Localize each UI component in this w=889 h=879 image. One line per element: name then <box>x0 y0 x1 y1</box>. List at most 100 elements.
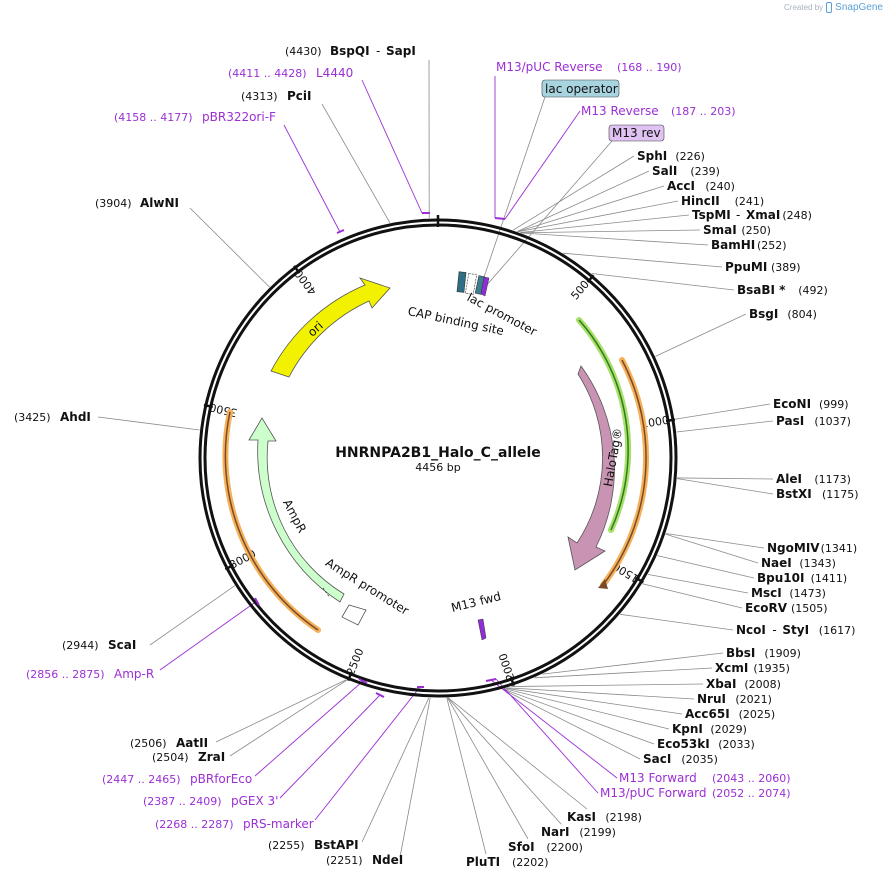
enzyme-site-alei[interactable]: AleI(1173) <box>776 472 851 486</box>
primer-m13reverse[interactable]: M13 Reverse(187 .. 203) <box>581 104 736 118</box>
primer-m13forward[interactable]: M13 Forward(2043 .. 2060) <box>619 771 791 785</box>
enzyme-site-bbsi[interactable]: BbsI(1909) <box>726 646 801 660</box>
enzyme-site-smai[interactable]: SmaI(250) <box>703 223 771 237</box>
enzyme-site-saci[interactable]: SacI(2035) <box>643 752 718 766</box>
feature-m13-rev[interactable] <box>480 276 490 297</box>
enzyme-site-bsgi[interactable]: BsgI(804) <box>749 307 817 321</box>
enzyme-site-ecorv[interactable]: EcoRV(1505) <box>745 601 828 615</box>
enzyme-site-sfoi[interactable]: SfoI(2200) <box>508 840 583 854</box>
feature-arcs[interactable] <box>222 271 649 641</box>
primer-m13pucreverse[interactable]: M13/pUC Reverse (168 .. 190) <box>496 60 682 74</box>
enzyme-site-ncoi[interactable]: NcoI-StyI(1617) <box>736 623 855 637</box>
enzyme-site-bspqi[interactable]: (4430)BspQI-SapI <box>285 44 416 58</box>
enzyme-site-alwni[interactable]: (3904)AlwNI <box>95 196 179 210</box>
snapgene-branding: Created by SnapGene <box>784 2 883 13</box>
primer-range: (2268 .. 2287) <box>155 818 234 831</box>
enzyme-site-ahdi[interactable]: (3425)AhdI <box>14 410 91 424</box>
enzyme-site-bsabi[interactable]: BsaBI *(492) <box>737 283 828 297</box>
enzyme-name: NdeI <box>372 853 403 867</box>
primer-mark-m13-puc-reverse <box>494 217 506 220</box>
enzyme-separator: - <box>376 44 380 58</box>
tick-mark-1000 <box>665 418 676 423</box>
enzyme-site-pcii[interactable]: (4313)PciI <box>241 89 312 103</box>
enzyme-site-zrai[interactable]: (2504)ZraI <box>152 750 225 764</box>
feature-halotag[interactable] <box>567 365 615 571</box>
enzyme-name: Bpu10I <box>757 571 804 585</box>
enzyme-position: (1411) <box>811 572 848 585</box>
enzyme-site-sphi[interactable]: SphI(226) <box>637 149 705 163</box>
enzyme-site-bstxi[interactable]: BstXI(1175) <box>776 487 859 501</box>
enzyme-name: TspMI <box>692 208 731 222</box>
enzyme-name: KasI <box>567 810 596 824</box>
enzyme-name: BstAPI <box>314 838 359 852</box>
feature-ori[interactable] <box>270 277 391 378</box>
enzyme-site-msci[interactable]: MscI(1473) <box>751 586 826 600</box>
created-by-text: Created by <box>784 3 824 12</box>
enzyme-name: ZraI <box>198 750 225 764</box>
feature-lac-promoter[interactable] <box>464 273 478 295</box>
enzyme-site-bpu10i[interactable]: Bpu10I (1411) <box>757 571 847 585</box>
enzyme-site-nrui[interactable]: NruI(2021) <box>697 692 772 706</box>
primer-pgex3[interactable]: pGEX 3'(2387 .. 2409) <box>143 794 278 808</box>
enzyme-position: (226) <box>675 150 705 163</box>
enzyme-site-sali[interactable]: SalI(239) <box>652 164 720 178</box>
primer-name: Amp-R <box>114 667 154 681</box>
enzyme-site-ndei[interactable]: (2251)NdeI <box>326 853 403 867</box>
enzyme-name: Eco53kI <box>657 737 710 751</box>
primer-mark-pbr322ori-f <box>336 229 345 234</box>
enzyme-position: (2025) <box>739 708 776 721</box>
primer-prsmarker[interactable]: pRS-marker(2268 .. 2287) <box>155 817 314 831</box>
enzyme-site-bstapi[interactable]: (2255) BstAPI <box>268 838 359 852</box>
enzyme-name: PluTI <box>466 855 500 869</box>
enzyme-site-acc65i[interactable]: Acc65I(2025) <box>685 707 775 721</box>
enzyme-site-pluti[interactable]: PluTI(2202) <box>466 855 549 869</box>
primer-range: (2387 .. 2409) <box>143 795 222 808</box>
tick-mark-2500 <box>347 671 353 682</box>
feature-m13-fwd[interactable] <box>477 618 487 641</box>
plasmid-name: HNRNPA2B1_Halo_C_allele <box>335 445 541 461</box>
enzyme-site-pasi[interactable]: PasI(1037) <box>776 414 851 428</box>
enzyme-site-scai[interactable]: (2944)ScaI <box>62 638 136 652</box>
primer-range: (2052 .. 2074) <box>712 787 791 800</box>
enzyme-site-acci[interactable]: AccI(240) <box>667 179 735 193</box>
enzyme-position: (2255) <box>268 839 305 852</box>
primer-pbr322orif[interactable]: pBR322ori-F(4158 .. 4177) <box>114 110 276 124</box>
enzyme-site-naei[interactable]: NaeI(1343) <box>761 556 836 570</box>
primer-name: M13/pUC Reverse <box>496 60 603 74</box>
halotag-orf-line <box>602 359 647 586</box>
enzyme-site-ngomiv[interactable]: NgoMIV(1341) <box>767 541 857 555</box>
plasmid-size: 4456 bp <box>415 461 460 474</box>
enzyme-name: BbsI <box>726 646 755 660</box>
tick-label-2000: 2000 <box>496 652 517 683</box>
enzyme-site-ppumi[interactable]: PpuMI(389) <box>725 260 801 274</box>
primer-pbrforeco[interactable]: pBRforEco(2447 .. 2465) <box>102 772 252 786</box>
enzyme-site-aatii[interactable]: (2506)AatII <box>130 736 208 750</box>
enzyme-name: ScaI <box>108 638 136 652</box>
primer-m13pucforward[interactable]: M13/pUC Forward(2052 .. 2074) <box>600 786 791 800</box>
enzyme-site-kasi[interactable]: KasI(2198) <box>567 810 642 824</box>
enzyme-name: SacI <box>643 752 671 766</box>
primer-mark-pbrforeco <box>358 678 368 684</box>
feature-ampr[interactable] <box>248 417 345 603</box>
enzyme-position: (1175) <box>822 488 859 501</box>
primer-l4440[interactable]: L4440(4411 .. 4428) <box>228 66 353 80</box>
enzyme-site-bamhi[interactable]: BamHI(252) <box>711 238 787 252</box>
primer-ampr[interactable]: Amp-R(2856 .. 2875) <box>26 667 154 681</box>
enzyme-name: HincII <box>681 194 720 208</box>
enzyme-position: (2029) <box>710 723 747 736</box>
enzyme-site-eco53ki[interactable]: Eco53kI(2033) <box>657 737 755 751</box>
enzyme-site-nari[interactable]: NarI(2199) <box>541 825 616 839</box>
enzyme-site-xbai[interactable]: XbaI(2008) <box>706 677 781 691</box>
enzyme-name: SmaI <box>703 223 737 237</box>
enzyme-name: EcoNI <box>773 397 811 411</box>
feature-ampr-promoter[interactable] <box>341 604 367 626</box>
enzyme-site-kpni[interactable]: KpnI(2029) <box>672 722 747 736</box>
enzyme-site-tspmi[interactable]: TspMI-XmaI(248) <box>692 208 812 222</box>
enzyme-separator: - <box>772 623 776 637</box>
enzyme-site-econi[interactable]: EcoNI(999) <box>773 397 849 411</box>
enzyme-site-xcmi[interactable]: XcmI(1935) <box>715 661 790 675</box>
feature-cap-binding-site[interactable] <box>456 271 467 293</box>
primer-range: (168 .. 190) <box>617 61 682 74</box>
enzyme-site-hincii[interactable]: HincII(241) <box>681 194 764 208</box>
